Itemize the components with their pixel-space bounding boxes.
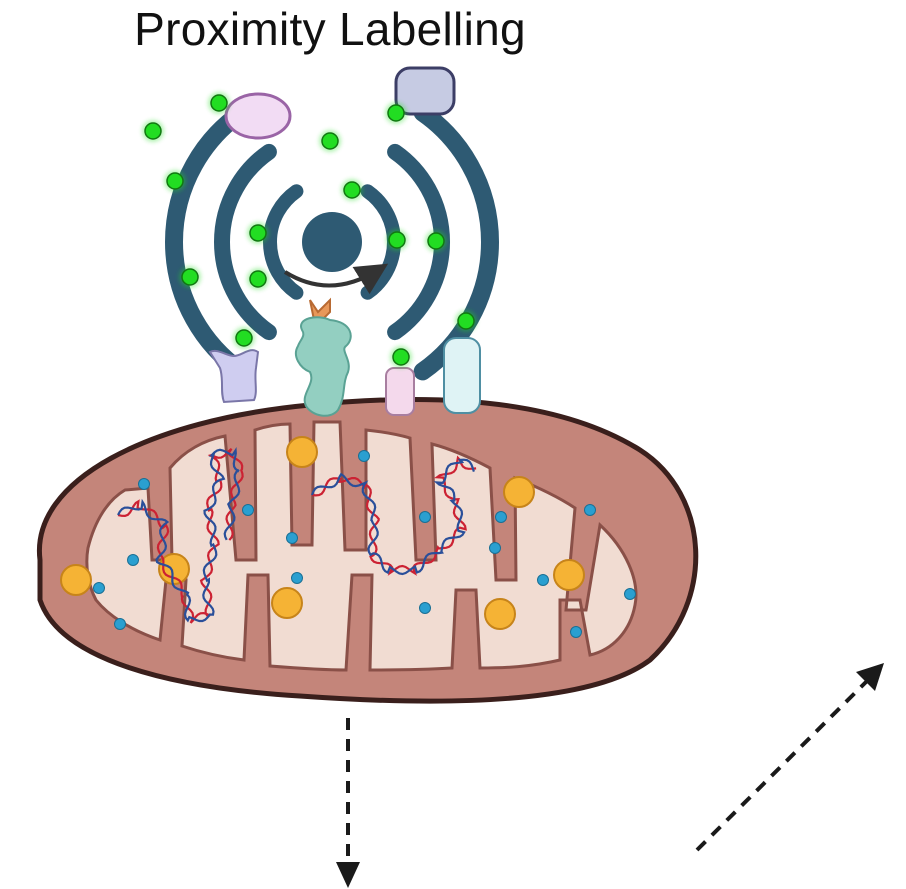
granule-1: [503, 476, 535, 508]
biotin-dot-1: [210, 94, 228, 112]
biotin-dot-7: [249, 270, 267, 288]
ion-7: [127, 554, 139, 566]
ion-2: [242, 504, 254, 516]
granule-4: [271, 587, 303, 619]
surface-protein-lavender: [208, 349, 260, 404]
ion-14: [419, 602, 431, 614]
matrix-ions: [93, 450, 636, 638]
biotin-dot-10: [388, 231, 406, 249]
mitochondrion-icon: [36, 396, 699, 704]
ion-6: [286, 532, 298, 544]
ion-15: [570, 626, 582, 638]
biotin-dot-4: [343, 181, 361, 199]
granules: [60, 436, 585, 630]
wave-left-1: [263, 184, 304, 300]
labelling-enzyme-icon: [302, 212, 362, 272]
granule-2: [60, 564, 92, 596]
wave-left-2: [214, 143, 277, 341]
ion-4: [495, 511, 507, 523]
mtdna-strand-b-0: [117, 447, 241, 623]
ion-1: [138, 478, 150, 490]
biotin-dot-5: [249, 224, 267, 242]
free-protein-blue: [394, 66, 456, 116]
biotin-dot-12: [457, 312, 475, 330]
ion-13: [114, 618, 126, 630]
arrowhead-down: [336, 862, 360, 888]
granule-3: [158, 553, 190, 585]
granule-0: [286, 436, 318, 468]
arrowhead-diagonal: [856, 663, 884, 691]
biotin-dot-0: [144, 122, 162, 140]
surface-protein-pink: [385, 367, 415, 416]
mtdna-icon: [117, 447, 477, 624]
ion-8: [489, 542, 501, 554]
biotin-label-icon: [142, 92, 477, 368]
mtdna-strand-a-0: [117, 447, 244, 624]
biotin-dot-11: [427, 232, 445, 250]
ion-10: [291, 572, 303, 584]
biotin-dot-2: [166, 172, 184, 190]
biotin-dot-6: [181, 268, 199, 286]
ion-0: [358, 450, 370, 462]
ion-12: [624, 588, 636, 600]
free-protein-pink: [224, 92, 292, 140]
mtdna-strand-b-1: [310, 458, 475, 576]
surface-protein-cyan: [443, 337, 481, 414]
dashed-arrow-diagonal: [695, 678, 870, 852]
biotin-dot-9: [387, 104, 405, 122]
granule-6: [484, 598, 516, 630]
biotin-dot-3: [321, 132, 339, 150]
reaction-arrow-icon: [283, 263, 389, 295]
ion-5: [584, 504, 596, 516]
ion-3: [419, 511, 431, 523]
granule-5: [553, 559, 585, 591]
wave-left-3: [165, 103, 251, 381]
bait-protein-icon: [294, 297, 352, 417]
ion-9: [93, 582, 105, 594]
biotin-dot-13: [392, 348, 410, 366]
biotin-dot-8: [235, 329, 253, 347]
diagram-title: Proximity Labelling: [134, 3, 526, 55]
ion-11: [537, 574, 549, 586]
